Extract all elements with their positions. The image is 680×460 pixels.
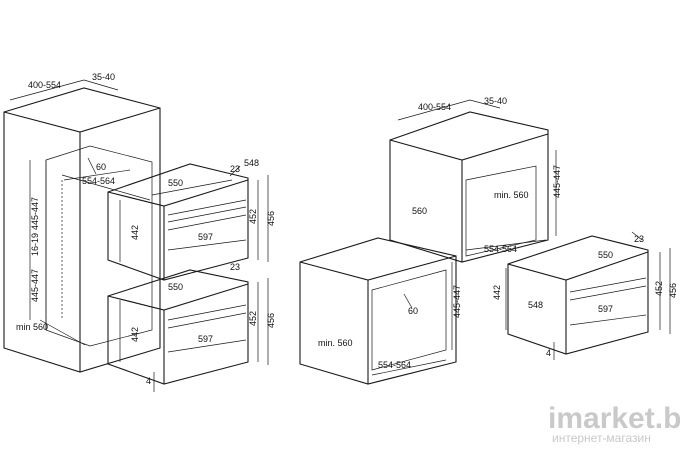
right-wall-cabinet <box>389 99 557 263</box>
watermark-brand: imarket.by <box>548 402 680 435</box>
dim-min-depth: min 560 <box>16 322 48 332</box>
dim-spacer: 16-19 <box>30 233 40 256</box>
watermark: imarket.by интернет-магазин <box>548 402 680 445</box>
dim-cavity-upper: 445-447 <box>30 197 40 230</box>
dim-lower-height-inner: 442 <box>130 327 140 342</box>
dim-right-top-gap: 35-40 <box>484 96 507 106</box>
dim-right-unit-inner-depth: 550 <box>598 250 613 260</box>
dim-right-cab-width: 554-564 <box>484 244 517 254</box>
dim-cavity-lower: 445-447 <box>30 269 40 302</box>
watermark-tagline: интернет-магазин <box>552 431 651 445</box>
dim-upper-height-total: 456 <box>266 211 276 226</box>
dim-lower-height-front: 452 <box>248 311 258 326</box>
dim-right-unit-bottom-gap: 4 <box>546 348 551 358</box>
dim-upper-height-front: 452 <box>248 209 258 224</box>
dim-lower-inner-depth: 550 <box>168 282 183 292</box>
dim-right-base-width: 554-564 <box>378 360 411 370</box>
dim-upper-height-inner: 442 <box>130 225 140 240</box>
dim-right-unit-height-front: 452 <box>654 281 664 296</box>
right-base-cabinet <box>299 237 457 385</box>
left-upper-unit <box>107 163 269 281</box>
dimension-labels: 400-554 35-40 60 554-564 445-447 16-19 4… <box>16 72 678 386</box>
dim-right-unit-height-total: 456 <box>668 283 678 298</box>
dim-lower-height-total: 456 <box>266 313 276 328</box>
left-cabinet <box>3 79 161 373</box>
dim-upper-top-offset: 23 <box>230 164 240 174</box>
left-lower-unit <box>107 269 269 392</box>
dim-right-base-height: 445-447 <box>452 285 462 318</box>
dim-upper-width: 597 <box>198 232 213 242</box>
dim-right-unit-top-offset: 23 <box>634 234 644 244</box>
dim-right-unit-depth: 548 <box>528 300 543 310</box>
dim-inner-width: 554-564 <box>82 176 115 186</box>
dim-vent: 60 <box>96 162 106 172</box>
dim-right-base-vent: 60 <box>408 306 418 316</box>
dim-top-depth: 400-554 <box>28 80 61 90</box>
dim-right-unit-width: 597 <box>598 304 613 314</box>
dim-lower-bottom-gap: 4 <box>146 376 151 386</box>
dim-right-base-min: min. 560 <box>318 338 353 348</box>
dim-top-gap: 35-40 <box>92 72 115 82</box>
dim-upper-inner-depth: 550 <box>168 178 183 188</box>
dim-right-top-depth: 400-554 <box>418 102 451 112</box>
dim-upper-depth: 548 <box>244 158 259 168</box>
dim-right-cab-depth: 560 <box>412 206 427 216</box>
dim-right-cab-height: 445-447 <box>552 165 562 198</box>
dim-right-cab-min: min. 560 <box>494 190 529 200</box>
dim-right-unit-height-inner: 442 <box>492 285 502 300</box>
right-built-in-unit <box>505 231 671 360</box>
dim-lower-width: 597 <box>198 334 213 344</box>
dim-lower-top-offset: 23 <box>230 262 240 272</box>
